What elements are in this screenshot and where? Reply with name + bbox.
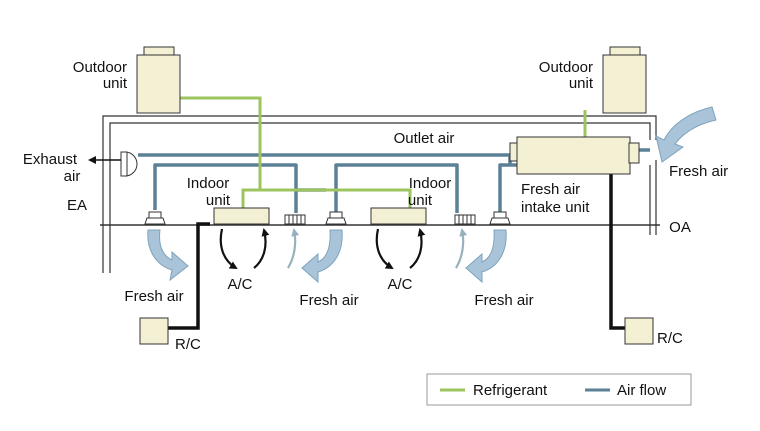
indoor-unit-left-label-2: unit	[206, 192, 231, 209]
ea-label: EA	[67, 197, 87, 214]
ac-right-label: A/C	[387, 276, 412, 293]
legend-refrigerant-label: Refrigerant	[473, 382, 548, 399]
fresh-air-label-1: Fresh air	[124, 288, 183, 305]
refrigerant-lines	[180, 96, 587, 208]
fresh-air-arrow-3	[465, 229, 507, 284]
rc-right-label: R/C	[657, 330, 683, 347]
exhaust-air-label-2: air	[64, 168, 81, 185]
indoor-unit-left-body	[213, 207, 270, 225]
fresh-air-arrow-1	[147, 229, 189, 282]
diffuser-3	[489, 211, 511, 225]
remote-controller-left	[139, 317, 169, 345]
fresh-air-label-2: Fresh air	[299, 292, 358, 309]
outdoor-unit-left-label-2: unit	[103, 75, 128, 92]
fresh-air-label-3: Fresh air	[474, 292, 533, 309]
exhaust-fan	[120, 151, 138, 177]
fresh-air-outside-label: Fresh air	[669, 163, 728, 180]
diffuser-2	[325, 211, 347, 225]
return-grille-right	[454, 214, 476, 225]
outdoor-unit-right	[602, 46, 647, 114]
fresh-air-intake-label-2: intake unit	[521, 199, 590, 216]
outlet-air-label: Outlet air	[394, 130, 455, 147]
outdoor-unit-right-label-1: Outdoor	[539, 59, 593, 76]
legend: Refrigerant Air flow	[426, 373, 692, 406]
rc-wiring	[168, 168, 625, 330]
outdoor-unit-left-label-1: Outdoor	[73, 59, 127, 76]
diffuser-1	[144, 211, 166, 225]
fresh-air-intake-label-1: Fresh air	[521, 181, 580, 198]
exhaust-air-label-1: Exhaust	[23, 151, 78, 168]
fresh-air-intake-unit	[509, 136, 640, 175]
fresh-air-arrow-2	[301, 229, 343, 284]
fresh-air-arrow-outside	[655, 106, 717, 163]
return-grille-left	[284, 214, 306, 225]
indoor-unit-left-label-1: Indoor	[187, 175, 230, 192]
oa-label: OA	[669, 219, 691, 236]
ac-left-label: A/C	[227, 276, 252, 293]
indoor-unit-right-body	[370, 207, 427, 225]
indoor-unit-right-label-2: unit	[408, 192, 433, 209]
ac-arrows-right	[375, 228, 468, 270]
outdoor-unit-left	[136, 46, 181, 114]
rc-left-label: R/C	[175, 336, 201, 353]
remote-controller-right	[624, 317, 654, 345]
legend-air-flow-label: Air flow	[617, 382, 666, 399]
ac-arrows-left	[219, 228, 300, 270]
building-outline	[100, 115, 660, 273]
indoor-unit-right-label-1: Indoor	[409, 175, 452, 192]
outdoor-unit-right-label-2: unit	[569, 75, 594, 92]
